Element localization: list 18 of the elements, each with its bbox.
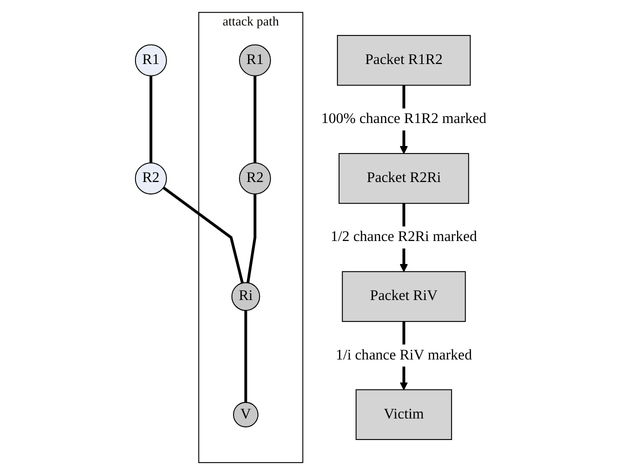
node-circle: Ri — [230, 282, 260, 311]
node-box: Packet R1R2 — [336, 34, 470, 86]
edge-label: 100% chance R1R2 marked — [320, 111, 486, 127]
connector — [253, 76, 256, 163]
connector — [246, 194, 256, 284]
node-box: Packet R2Ri — [338, 153, 469, 204]
connector — [244, 310, 247, 402]
node-circle: R2 — [134, 162, 166, 194]
edge-label: 1/2 chance R2Ri marked — [330, 229, 477, 245]
node-circle: R1 — [134, 44, 166, 76]
edge-label: 1/i chance RiV marked — [335, 347, 472, 363]
node-circle: V — [232, 402, 258, 428]
node-circle: R2 — [238, 162, 271, 194]
node-box: Packet RiV — [341, 271, 466, 322]
node-box: Victim — [355, 389, 452, 440]
node-circle: R1 — [238, 44, 271, 76]
connector — [149, 76, 152, 163]
connector — [162, 186, 244, 284]
